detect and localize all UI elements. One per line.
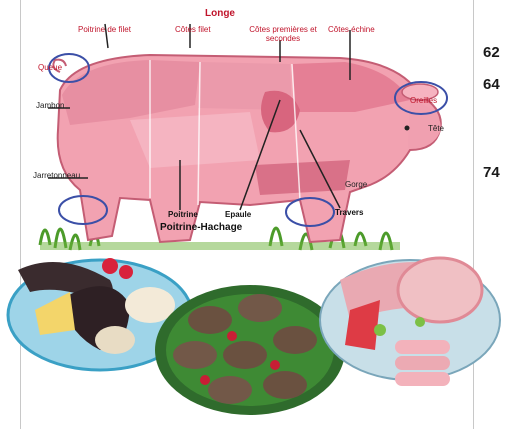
label-oreilles: Oreilles: [410, 96, 437, 105]
side-number-2: 64: [483, 76, 500, 93]
label-poitrine-hachage: Poitrine-Hachage: [160, 223, 242, 232]
side-number-3: 74: [483, 164, 500, 181]
label-tete: Tête: [428, 124, 444, 133]
label-top3: Côtes premières et secondes: [248, 25, 318, 43]
label-travers: Travers: [335, 208, 363, 217]
label-jarret: Jarretonneau: [33, 171, 80, 180]
label-top4: Côtes échine: [328, 25, 375, 34]
plate-cold-cuts: [320, 258, 500, 386]
label-gorge: Gorge: [345, 180, 367, 189]
label-poitrine: Poitrine: [168, 210, 198, 219]
label-queue: Queue: [38, 63, 62, 72]
label-top1: Poitrine de filet: [78, 25, 131, 34]
plate-patties: [155, 285, 345, 415]
label-epaule: Epaule: [225, 210, 251, 219]
label-top2: Côtes filet: [175, 25, 211, 34]
label-jambon: Jambon: [36, 101, 64, 110]
diagram-title: Longe: [205, 9, 235, 18]
side-number-1: 62: [483, 44, 500, 61]
